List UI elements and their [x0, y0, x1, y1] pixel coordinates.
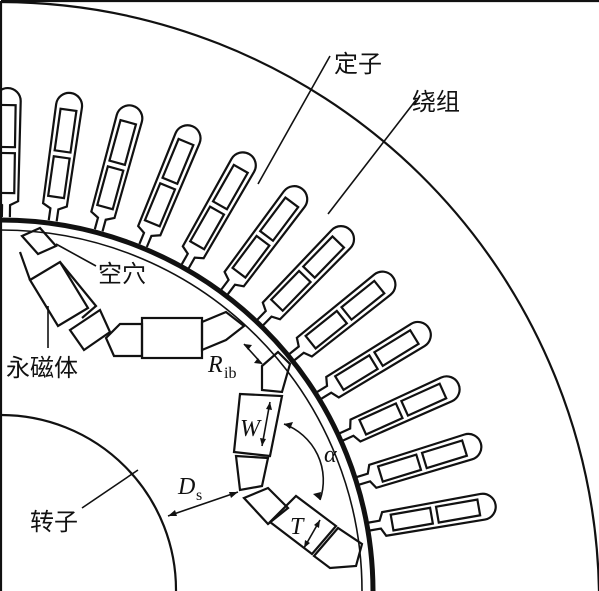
stator-slot	[288, 270, 397, 362]
magnet-2	[140, 316, 204, 360]
winding-conductor	[376, 453, 423, 483]
winding-conductor	[95, 165, 125, 211]
winding-conductor	[339, 279, 386, 322]
thickness-dimension	[303, 519, 321, 549]
winding-conductor	[434, 498, 482, 524]
winding-leader	[327, 99, 417, 215]
winding-conductor	[372, 328, 421, 368]
ds-subscript: s	[196, 487, 202, 504]
winding-conductor	[0, 103, 17, 149]
magnet-assembly-1	[18, 226, 112, 352]
winding-conductor	[399, 382, 448, 418]
cavity-label: 空穴	[98, 260, 146, 288]
stator-slot	[220, 185, 309, 295]
stator-slot	[41, 91, 84, 222]
winding-conductor	[108, 118, 138, 167]
winding-conductor	[357, 402, 404, 436]
stator-slot	[338, 375, 461, 443]
stator-leader	[257, 55, 331, 185]
stator-slot	[256, 225, 356, 326]
magnet-assembly-3	[232, 350, 292, 492]
stator-bore-arc	[0, 217, 376, 591]
winding-conductor	[420, 439, 469, 470]
rotor-outer-arc	[0, 229, 363, 591]
cavity-1b	[68, 308, 112, 352]
shaft-arc	[0, 413, 178, 591]
stator-slot	[367, 492, 497, 537]
winding-conductor	[304, 309, 349, 350]
cavity-3a	[260, 350, 292, 394]
cavity-3b	[234, 454, 270, 492]
stator-slot	[355, 432, 483, 490]
rotor-label: 转子	[30, 508, 78, 536]
rib-dimension	[243, 343, 263, 365]
ds-dimension	[167, 491, 239, 517]
winding-conductor	[231, 234, 271, 280]
cavity-leader	[55, 243, 97, 267]
winding-conductor	[333, 353, 380, 392]
cavity-4b	[312, 526, 364, 570]
rib-subscript: ib	[224, 365, 236, 382]
winding-label: 绕组	[412, 88, 460, 116]
magnet-assembly-2	[104, 310, 246, 360]
stator-label: 定子	[334, 50, 382, 78]
stator-slot	[0, 86, 22, 218]
magnet-label: 永磁体	[6, 354, 78, 382]
width-dimension	[260, 401, 272, 447]
winding-conductor	[161, 137, 195, 186]
width-symbol: W	[240, 416, 262, 442]
stator-slot	[180, 151, 257, 269]
angle-symbol: α	[324, 442, 337, 468]
winding-conductor	[0, 151, 16, 195]
winding-conductor	[269, 269, 313, 313]
winding-conductor	[258, 196, 300, 243]
winding-conductor	[301, 234, 346, 280]
winding-conductor	[389, 506, 435, 532]
thickness-symbol: T	[290, 514, 305, 540]
cavity-2b	[200, 310, 246, 352]
winding-conductor	[211, 163, 250, 211]
winding-conductor	[53, 107, 78, 154]
cavity-1a	[20, 226, 58, 256]
magnet-4	[268, 494, 338, 556]
stator-slot	[90, 104, 144, 232]
magnet-1	[28, 260, 90, 328]
ds-symbol: D	[177, 474, 195, 500]
stator-slots	[0, 86, 497, 537]
rotor-leader	[81, 469, 139, 509]
rib-symbol: R	[207, 352, 223, 378]
cavity-4a	[242, 486, 290, 526]
winding-conductor	[46, 154, 71, 200]
winding-conductor	[188, 205, 226, 251]
stator-slot	[136, 124, 202, 248]
cavity-2a	[104, 322, 144, 358]
angle-dimension	[283, 422, 325, 501]
magnet-assembly-4	[242, 486, 364, 570]
magnet-1-edges	[18, 251, 98, 319]
stator-slot	[316, 320, 432, 400]
winding-conductor	[143, 181, 177, 228]
magnet-3	[232, 392, 284, 458]
